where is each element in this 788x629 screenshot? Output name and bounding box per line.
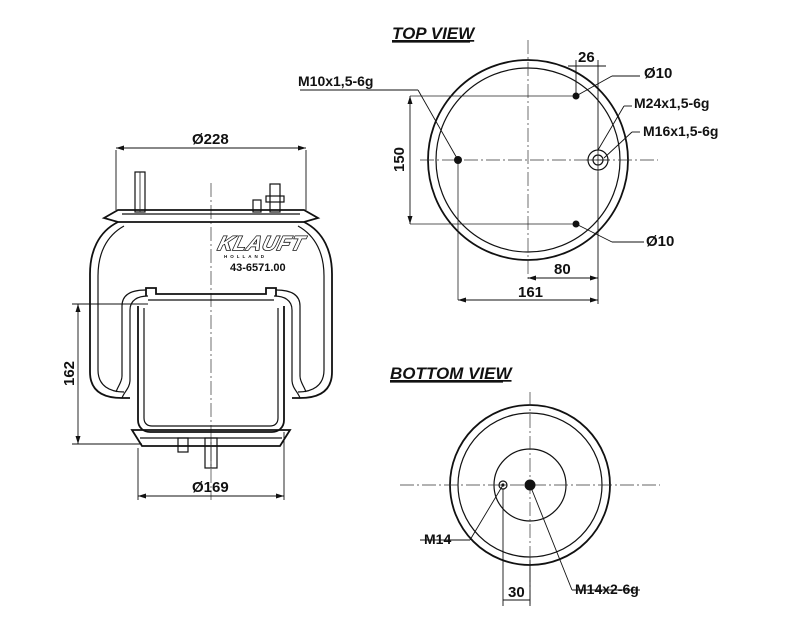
part-number: 43-6571.00 [230, 262, 286, 274]
bottom-stud-left [177, 437, 189, 453]
piston-cap [145, 287, 277, 296]
top-view: TOP VIEW 26 Ø10 M24x1,5-6g [298, 24, 718, 304]
dim-80: 80 [554, 261, 571, 278]
thread-left: M10x1,5-6g [298, 73, 373, 89]
dim-hole-offset: 26 [578, 49, 595, 66]
thread-air-inlet: M24x1,5-6g [634, 95, 709, 111]
dim-vertical-spacing: 150 [391, 147, 408, 172]
bottom-view: BOTTOM VIEW M14 M14x2-6g 30 [390, 364, 660, 606]
brand-logo: KLAUFT [216, 233, 308, 255]
bottom-view-title: BOTTOM VIEW [390, 364, 513, 383]
dim-top-diameter: Ø228 [192, 131, 229, 148]
thread-small: M14 [424, 531, 451, 547]
dim-161: 161 [518, 284, 543, 301]
air-fitting [269, 183, 281, 213]
piston-base [130, 429, 292, 447]
dim-hole-diameter-bottom: Ø10 [646, 233, 674, 250]
dim-hole-diameter-top: Ø10 [644, 65, 672, 82]
thread-center: M14x2-6g [575, 581, 639, 597]
thread-air-inlet-2: M16x1,5-6g [643, 123, 718, 139]
brand-subtitle: HOLLAND [224, 254, 267, 259]
dim-height: 162 [61, 361, 78, 386]
side-view: KLAUFT HOLLAND 43-6571.00 Ø228 162 Ø169 [61, 131, 333, 500]
piston-body [137, 306, 285, 433]
top-view-title: TOP VIEW [392, 24, 476, 43]
dim-bottom-diameter: Ø169 [192, 479, 229, 496]
dim-offset: 30 [508, 584, 525, 601]
bellows-body [89, 221, 333, 399]
